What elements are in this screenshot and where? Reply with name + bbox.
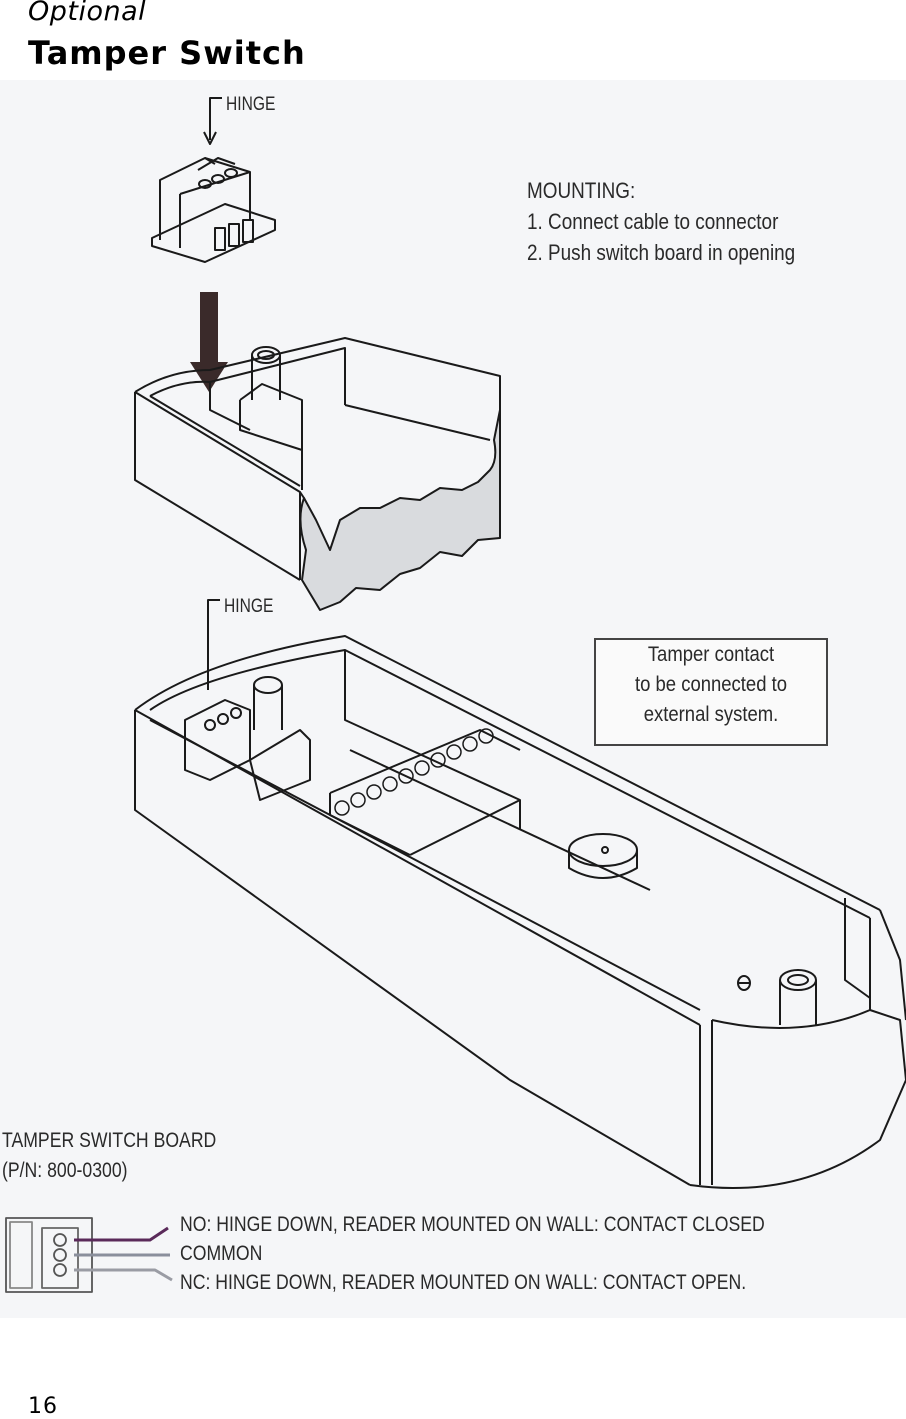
tamper-switch-diagram: HINGE HINGE MOUNTING: 1. Connect cable t… bbox=[0, 80, 906, 1318]
hinge-label-bottom: HINGE bbox=[224, 596, 274, 617]
wire-no-label: NO: HINGE DOWN, READER MOUNTED ON WALL: … bbox=[180, 1213, 765, 1236]
enclosure-cutaway bbox=[134, 337, 501, 611]
mounting-step-1: 1. Connect cable to connector bbox=[527, 209, 779, 234]
mounting-step-2: 2. Push switch board in opening bbox=[527, 240, 796, 265]
wire-nc-label: NC: HINGE DOWN, READER MOUNTED ON WALL: … bbox=[180, 1271, 747, 1294]
page-title: Tamper Switch bbox=[28, 34, 306, 72]
mounting-instructions: MOUNTING: 1. Connect cable to connector … bbox=[527, 175, 795, 268]
page-subtitle: Optional bbox=[28, 0, 147, 27]
page-number: 16 bbox=[28, 1394, 58, 1419]
wire-legend: NO: HINGE DOWN, READER MOUNTED ON WALL: … bbox=[180, 1210, 765, 1297]
wire-common-label: COMMON bbox=[180, 1242, 263, 1265]
board-name: TAMPER SWITCH BOARD bbox=[2, 1129, 217, 1152]
note-line-2: to be connected to bbox=[634, 673, 788, 696]
connector-icon bbox=[5, 1217, 173, 1293]
enclosure-full bbox=[134, 635, 906, 1189]
board-label: TAMPER SWITCH BOARD (P/N: 800-0300) bbox=[2, 1126, 216, 1186]
note-line-1: Tamper contact bbox=[647, 643, 775, 666]
tamper-contact-note: Tamper contact to be connected to extern… bbox=[594, 638, 828, 746]
hinge-label-top: HINGE bbox=[226, 94, 276, 115]
diagram-drawing bbox=[5, 97, 906, 1293]
board-part-number: (P/N: 800-0300) bbox=[2, 1159, 128, 1182]
switch-module-icon bbox=[151, 157, 276, 263]
mounting-heading: MOUNTING: bbox=[527, 178, 636, 203]
insert-arrow-icon bbox=[190, 292, 228, 392]
note-line-3: external system. bbox=[643, 703, 779, 726]
